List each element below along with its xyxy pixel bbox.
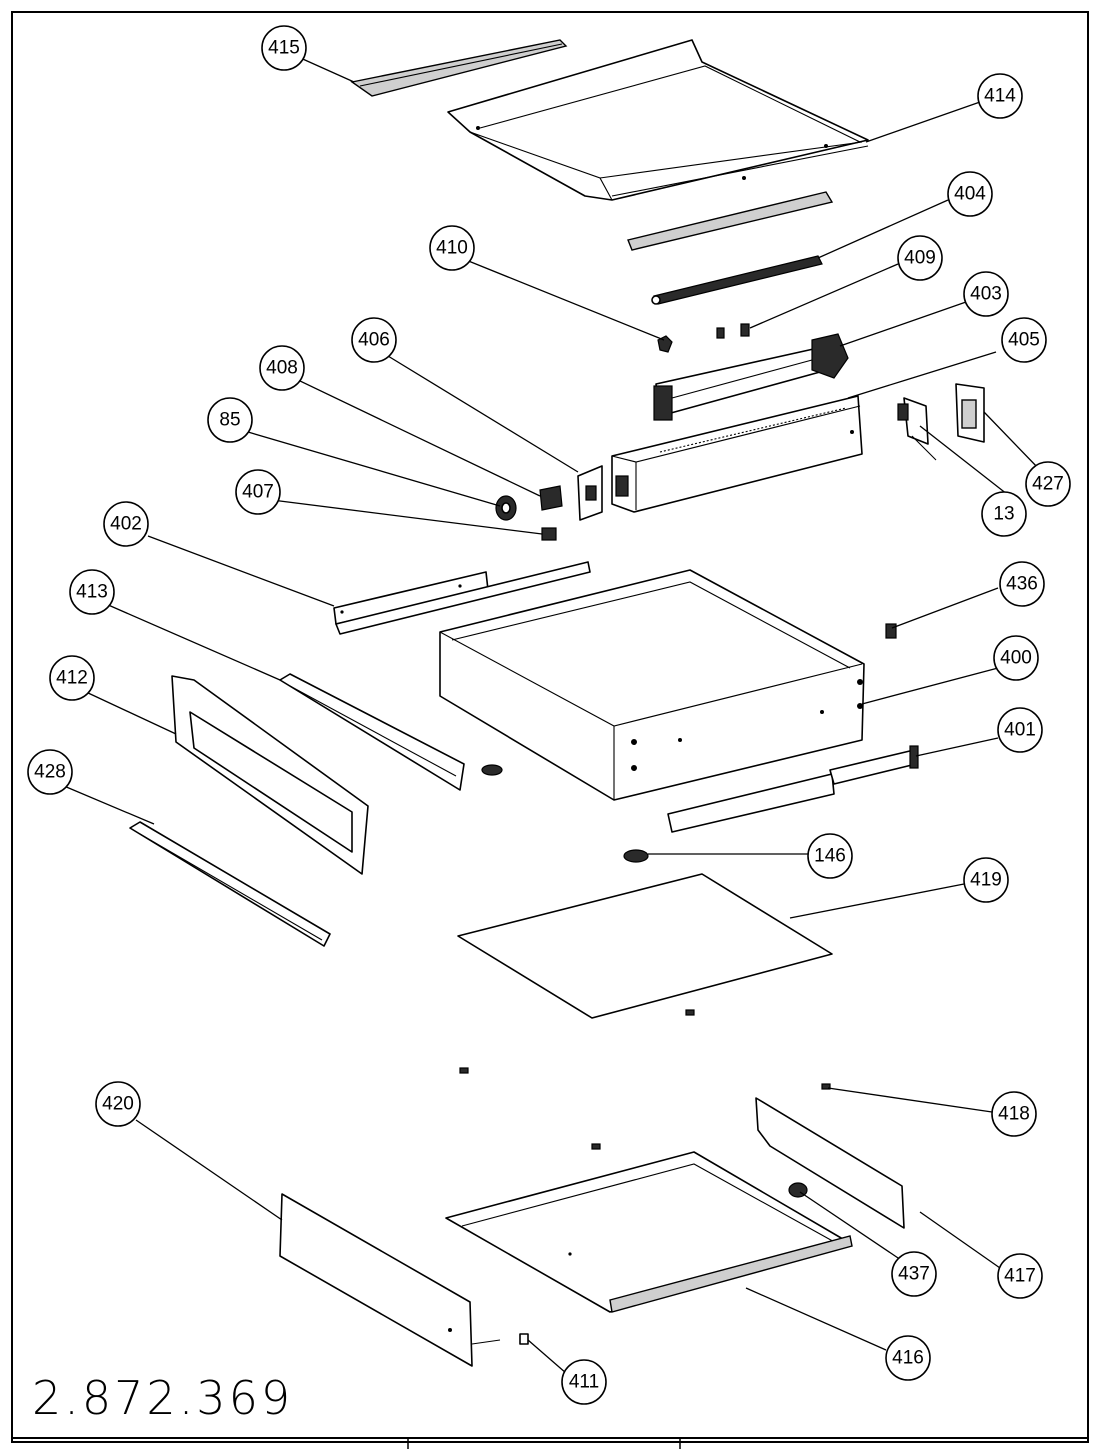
part-413-rail <box>279 673 465 791</box>
callout-406: 406 <box>351 317 397 363</box>
svg-text:413: 413 <box>76 582 108 603</box>
svg-text:428: 428 <box>34 762 66 783</box>
part-405-housing <box>611 395 863 513</box>
part-420-front-panel <box>279 1193 501 1367</box>
svg-text:427: 427 <box>1032 474 1064 495</box>
callout-403: 403 <box>963 271 1009 317</box>
svg-text:409: 409 <box>904 248 936 269</box>
part-417-side-panel <box>755 1097 905 1229</box>
svg-text:420: 420 <box>102 1094 134 1115</box>
part-411-foot <box>519 1333 529 1345</box>
part-85-knob <box>495 495 517 521</box>
part-409-clips <box>716 323 750 339</box>
svg-text:404: 404 <box>954 184 986 205</box>
callout-437: 437 <box>891 1251 937 1297</box>
callout-400: 400 <box>993 635 1039 681</box>
drawing-number: 2.872.369 <box>32 1371 293 1425</box>
svg-text:412: 412 <box>56 668 88 689</box>
leader-lines <box>63 55 1041 1381</box>
callout-420: 420 <box>95 1081 141 1127</box>
svg-text:85: 85 <box>219 410 240 431</box>
part-402-rail <box>333 561 591 635</box>
svg-text:411: 411 <box>569 1372 599 1393</box>
svg-text:400: 400 <box>1000 648 1032 669</box>
part-404-heating-element <box>651 255 823 305</box>
callout-412: 412 <box>49 655 95 701</box>
part-412-frame <box>171 675 369 875</box>
svg-text:417: 417 <box>1004 1266 1036 1287</box>
part-lower-strip <box>627 191 834 251</box>
part-grommet <box>481 764 503 776</box>
part-400-drawer-body <box>439 569 865 801</box>
callout-415: 415 <box>261 25 307 71</box>
part-428-rail <box>129 821 331 947</box>
callout-419: 419 <box>963 857 1009 903</box>
svg-text:402: 402 <box>110 514 142 535</box>
callout-413: 413 <box>69 569 115 615</box>
callout-146: 146 <box>807 833 853 879</box>
callout-408: 408 <box>259 345 305 391</box>
part-414-top-cover <box>447 39 869 201</box>
svg-text:437: 437 <box>898 1264 930 1285</box>
callout-402: 402 <box>103 501 149 547</box>
part-pads <box>459 1009 831 1150</box>
svg-text:416: 416 <box>892 1348 924 1369</box>
part-416-base-tray <box>445 1151 853 1313</box>
callout-13: 13 <box>981 491 1027 537</box>
svg-text:403: 403 <box>970 284 1002 305</box>
callout-416: 416 <box>885 1335 931 1381</box>
callout-436: 436 <box>999 561 1045 607</box>
part-407-connector <box>541 527 557 541</box>
callout-401: 401 <box>997 707 1043 753</box>
svg-text:146: 146 <box>814 846 846 867</box>
svg-text:414: 414 <box>984 86 1016 107</box>
part-403-fan <box>653 333 849 421</box>
svg-text:410: 410 <box>436 238 468 259</box>
svg-text:406: 406 <box>358 330 390 351</box>
part-401-rail <box>667 745 919 833</box>
part-415-strip <box>350 39 568 97</box>
callout-407: 407 <box>235 469 281 515</box>
callout-411: 411 <box>561 1359 607 1405</box>
svg-text:407: 407 <box>242 482 274 503</box>
callout-417: 417 <box>997 1253 1043 1299</box>
part-408-relay <box>539 485 563 511</box>
svg-text:405: 405 <box>1008 330 1040 351</box>
svg-text:418: 418 <box>998 1104 1030 1125</box>
svg-text:436: 436 <box>1006 574 1038 595</box>
callout-85: 85 <box>207 397 253 443</box>
callout-410: 410 <box>429 225 475 271</box>
svg-text:401: 401 <box>1004 720 1036 741</box>
drawing-frame <box>11 11 1089 1443</box>
part-427-bracket <box>955 383 985 443</box>
svg-text:408: 408 <box>266 358 298 379</box>
callout-414: 414 <box>977 73 1023 119</box>
callout-409: 409 <box>897 235 943 281</box>
part-146-grommet <box>623 849 649 863</box>
callout-404: 404 <box>947 171 993 217</box>
svg-text:415: 415 <box>268 38 300 59</box>
part-436-clip <box>885 623 897 639</box>
svg-text:419: 419 <box>970 870 1002 891</box>
callout-418: 418 <box>991 1091 1037 1137</box>
part-410-clip <box>657 335 673 353</box>
part-406-board <box>577 465 603 521</box>
callout-405: 405 <box>1001 317 1047 363</box>
callout-427: 427 <box>1025 461 1071 507</box>
part-13-switch <box>897 397 937 461</box>
callout-428: 428 <box>27 749 73 795</box>
svg-text:13: 13 <box>993 504 1014 525</box>
part-419-plate <box>457 873 833 1019</box>
